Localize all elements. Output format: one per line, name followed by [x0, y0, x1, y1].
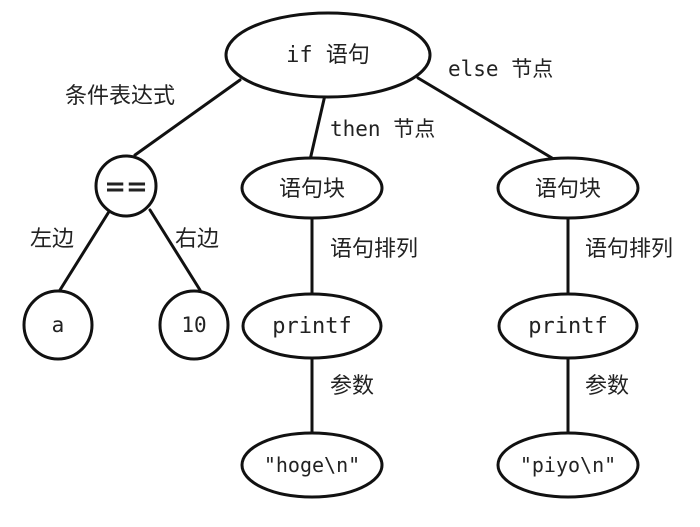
edge-label-right-side: 右边: [175, 227, 219, 252]
node-arg-hoge-label: "hoge\n": [264, 453, 360, 477]
edge-label-condition: 条件表达式: [65, 84, 175, 109]
edge-label-param-then: 参数: [330, 374, 374, 399]
edge-label-else-node: else 节点: [448, 57, 553, 81]
node-printf-then-shape: [241, 292, 383, 360]
edges: [58, 76, 570, 439]
node-else-block: 语句块: [496, 156, 640, 220]
node-num-10: 10: [158, 289, 230, 361]
node-printf-then-label: printf: [272, 314, 351, 339]
edge-labels: 条件表达式 then 节点 else 节点 左边 右边 语句排列 语句排列 参数…: [30, 57, 673, 399]
node-equals-operator: ==: [94, 154, 158, 218]
node-then-block-label: 语句块: [279, 177, 345, 202]
node-then-block: 语句块: [240, 156, 384, 220]
edge-label-param-else: 参数: [585, 374, 629, 399]
node-arg-piyo-label: "piyo\n": [520, 453, 616, 477]
node-else-block-label: 语句块: [535, 177, 601, 202]
node-printf-else-shape: [497, 292, 639, 360]
node-num-10-shape: [158, 289, 230, 361]
edge-if-to-equals: [133, 78, 242, 157]
node-printf-then: printf: [241, 292, 383, 360]
node-num-10-label: 10: [181, 313, 206, 337]
node-equals-operator-label: ==: [104, 172, 148, 202]
edge-if-to-then-block: [308, 93, 327, 162]
node-arg-hoge: "hoge\n": [240, 431, 384, 499]
node-if-statement: if 语句: [224, 11, 432, 99]
edge-label-seq-then: 语句排列: [330, 237, 418, 262]
node-if-statement-label: if 语句: [286, 43, 370, 68]
edge-label-left-side: 左边: [30, 227, 74, 252]
node-var-a: a: [22, 289, 94, 361]
node-arg-piyo: "piyo\n": [496, 431, 640, 499]
node-then-block-shape: [240, 156, 384, 220]
edge-equals-to-10: [148, 208, 202, 292]
edge-label-then-node: then 节点: [330, 117, 435, 141]
node-arg-hoge-shape: [240, 431, 384, 499]
node-printf-else-label: printf: [528, 314, 607, 339]
edge-if-to-else-block: [416, 76, 554, 160]
node-arg-piyo-shape: [496, 431, 640, 499]
node-var-a-label: a: [52, 313, 65, 337]
edge-equals-to-a: [58, 208, 112, 292]
node-else-block-shape: [496, 156, 640, 220]
node-equals-operator-shape: [94, 154, 158, 218]
node-printf-else: printf: [497, 292, 639, 360]
edge-label-seq-else: 语句排列: [585, 237, 673, 262]
node-if-statement-shape: [224, 11, 432, 99]
node-var-a-shape: [22, 289, 94, 361]
